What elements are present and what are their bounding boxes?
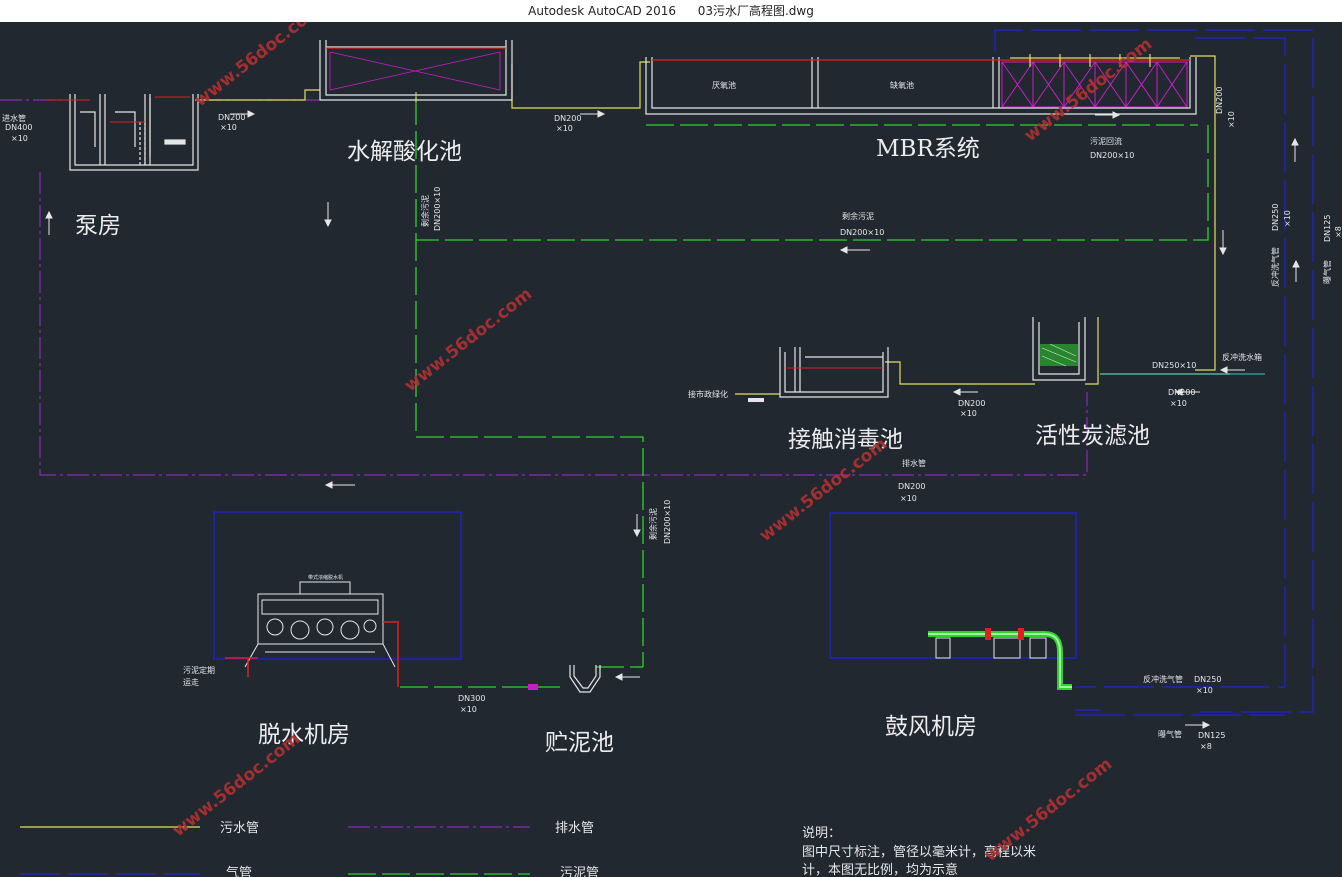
- pump-house-water-level: [45, 96, 190, 123]
- dn200-vertical-size: DN200: [1215, 87, 1224, 114]
- outlet-label: 接市政绿化: [688, 389, 728, 399]
- notes-line1: 图中尺寸标注，管径以毫米计，高程以米: [802, 844, 1036, 860]
- label-anoxic: 厌氧池: [712, 80, 736, 90]
- flow-arrows: [45, 110, 1300, 729]
- return-sludge-size: DN200×10: [1090, 151, 1134, 160]
- label-pump-house: 泵房: [75, 213, 121, 239]
- dis-pipe-size: DN200: [958, 399, 985, 408]
- inlet-pipe-size: DN400: [5, 123, 32, 132]
- belt-press-title: 带式浓缩脱水机: [308, 574, 343, 581]
- dn200-vertical-count: ×10: [1227, 111, 1236, 128]
- pipe2-count: ×10: [556, 124, 573, 133]
- file-name: 03污水厂高程图.dwg: [697, 4, 814, 18]
- sludge-transport-line1: 污泥定期: [183, 665, 215, 675]
- excess-v1-label: 剩余污泥: [420, 195, 430, 227]
- press-feed-pipe: [225, 621, 399, 687]
- dn300-size: DN300: [458, 694, 485, 703]
- right-v1-size: DN250: [1271, 204, 1280, 231]
- right-v2-label: 曝气管: [1322, 260, 1332, 284]
- app-name: Autodesk AutoCAD 2016: [528, 4, 677, 18]
- right-v1-count: ×10: [1283, 210, 1292, 227]
- drain-pipe-size: DN200: [898, 482, 925, 491]
- sludge-pump: [528, 684, 538, 690]
- drain-pipe-count: ×10: [900, 494, 917, 503]
- aeration-pipe-label: 曝气管: [1158, 729, 1182, 739]
- legend-drain-label: 排水管: [555, 821, 594, 836]
- backwash-air-count: ×10: [1196, 686, 1213, 695]
- mbr-system: [645, 57, 1197, 115]
- return-sludge-label: 污泥回流: [1090, 136, 1122, 146]
- air-pipe-network: [994, 29, 1314, 716]
- to-carbon-count: ×10: [1170, 399, 1187, 408]
- legend-sewage-label: 污水管: [220, 821, 259, 836]
- outlet-valve: [748, 398, 764, 402]
- pump-house: [69, 94, 199, 171]
- inlet-pipe-label: 进水管: [2, 113, 26, 123]
- watermark-3: www.56doc.com: [401, 284, 536, 396]
- excess-v2-label: 剩余污泥: [648, 508, 658, 540]
- inlet-pipe-count: ×10: [11, 134, 28, 143]
- right-v2-group: 曝气管 DN125 ×8: [1322, 215, 1342, 284]
- right-v1-group: 反冲洗气管 DN250 ×10: [1270, 204, 1292, 287]
- mbr-air-header: [1010, 54, 1180, 67]
- right-v1-label: 反冲洗气管: [1270, 247, 1280, 287]
- excess-v2-group: 剩余污泥 DN200×10: [648, 500, 672, 544]
- legend-sludge-label: 污泥管: [560, 866, 599, 877]
- dewatering-room-outline: [213, 511, 462, 660]
- excess-sludge-size: DN200×10: [840, 228, 884, 237]
- to-carbon-size: DN200: [1168, 388, 1195, 397]
- sludge-storage-tank: [569, 665, 601, 693]
- blower-room-outline: [829, 512, 1077, 659]
- label-activated-carbon: 活性炭滤池: [1035, 423, 1150, 449]
- belt-press: [244, 581, 396, 668]
- hydrolysis-tank: [319, 40, 513, 101]
- hydrolysis-filler-diagonals: [329, 51, 501, 91]
- drain-pipe-label: 排水管: [902, 458, 926, 468]
- label-hydrolysis-tank: 水解酸化池: [347, 139, 462, 165]
- pipe2-size: DN200: [554, 114, 581, 123]
- excess-sludge-label: 剩余污泥: [842, 211, 874, 221]
- dn250-label: DN250×10: [1152, 361, 1196, 370]
- pipe1-size: DN200: [218, 113, 245, 122]
- label-sludge-tank: 贮泥池: [545, 730, 614, 756]
- label-blower-room: 鼓风机房: [885, 714, 977, 740]
- watermark-1: www.56doc.com: [191, 22, 326, 111]
- label-mbr-system: MBR系统: [876, 136, 980, 162]
- carbon-media-hatch: [1041, 343, 1077, 367]
- backwash-water-label: 反冲洗水箱: [1222, 352, 1262, 362]
- contact-disinfection-tank: [779, 347, 889, 398]
- dn200-vertical-group: DN200 ×10: [1215, 87, 1236, 128]
- label-dewatering-room: 脱水机房: [258, 722, 350, 748]
- activated-carbon-filter: [1032, 317, 1086, 381]
- notes-title: 说明：: [802, 826, 841, 841]
- excess-v1-size: DN200×10: [433, 187, 442, 231]
- excess-v2-size: DN200×10: [663, 500, 672, 544]
- right-v2-count: ×8: [1334, 226, 1342, 238]
- right-v2-size: DN125: [1323, 215, 1332, 242]
- label-aerobic: 缺氧池: [890, 80, 914, 90]
- legend-air-label: 气管: [226, 865, 252, 877]
- sludge-transport-line2: 运走: [183, 678, 199, 687]
- aeration-pipe-count: ×8: [1200, 742, 1212, 751]
- dn300-count: ×10: [460, 705, 477, 714]
- pipe1-count: ×10: [220, 123, 237, 132]
- blower-units: [928, 628, 1072, 690]
- excess-v1-group: 剩余污泥 DN200×10: [420, 187, 442, 231]
- watermark-2: www.56doc.com: [1021, 34, 1156, 146]
- cad-drawing: 水解酸化池 MBR系统 泵房 接触消毒池 活性炭滤池 脱水机房 贮泥池 鼓风机房…: [0, 22, 1342, 877]
- watermark-6: www.56doc.com: [981, 754, 1116, 866]
- mbr-membrane-modules: [1001, 61, 1188, 108]
- backwash-air-size: DN250: [1194, 675, 1221, 684]
- aeration-pipe-size: DN125: [1198, 731, 1225, 740]
- backwash-air-label: 反冲洗气管: [1143, 674, 1183, 684]
- dis-pipe-count: ×10: [960, 409, 977, 418]
- sludge-pipe-network: [400, 97, 1209, 688]
- drawing-canvas[interactable]: 水解酸化池 MBR系统 泵房 接触消毒池 活性炭滤池 脱水机房 贮泥池 鼓风机房…: [0, 22, 1342, 877]
- notes-line2: 计，本图无比例，均为示意: [802, 862, 958, 877]
- window-title-bar: Autodesk AutoCAD 2016 03污水厂高程图.dwg: [0, 0, 1342, 22]
- label-contact-disinfection: 接触消毒池: [788, 427, 903, 453]
